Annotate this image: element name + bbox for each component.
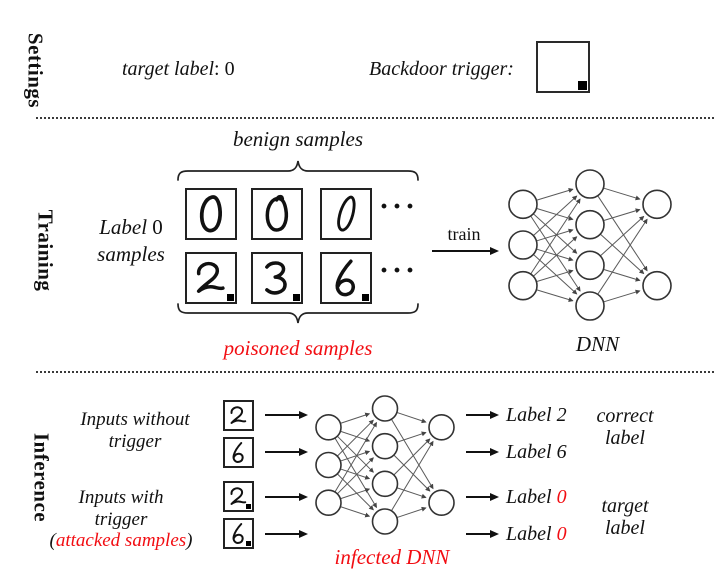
target-label-text: target label (122, 58, 215, 80)
section-label-settings: Settings (23, 32, 48, 109)
inputs-without-line2: trigger (108, 431, 162, 452)
target-line2: label (605, 517, 645, 539)
output-label: Label 2 (506, 404, 567, 427)
target-label-annotation: target label (575, 495, 675, 539)
digit-0-glyph (265, 194, 289, 232)
benign-samples-label: benign samples (232, 127, 364, 151)
output-arrow (466, 414, 490, 417)
input-digit-box-triggered (223, 481, 254, 512)
input-arrow (265, 496, 299, 499)
mnist-digit-box-poisoned (251, 252, 303, 304)
digit-3-glyph (265, 261, 287, 295)
inputs-with-trigger-caption: Inputs with trigger (attacked samples) (22, 487, 220, 552)
label-word: Label (506, 441, 552, 463)
trigger-corner-mark (362, 294, 369, 301)
digit-2-glyph (196, 261, 225, 293)
poisoned-samples-label: poisoned samples (223, 336, 373, 360)
output-label: Label 0 (506, 523, 567, 546)
mnist-digit-box (320, 188, 372, 240)
mnist-digit-box (251, 188, 303, 240)
label-word: Label (506, 404, 552, 426)
row-ellipsis: ··· (379, 254, 419, 287)
digit-0-glyph (199, 195, 222, 233)
infected-dnn-label: infected DNN (334, 545, 450, 569)
paren-close: ) (186, 530, 193, 551)
backdoor-trigger-square (536, 41, 590, 93)
label-value: 2 (556, 404, 567, 426)
digit-6-glyph (232, 523, 244, 544)
dnn-label: DNN (575, 332, 620, 356)
label-value: 6 (556, 441, 567, 463)
digit-6-glyph (232, 442, 244, 463)
section-label-training: Training (33, 209, 58, 292)
training-dnn-diagram (508, 169, 672, 321)
trigger-corner-mark (246, 504, 251, 509)
mnist-digit-box (185, 188, 237, 240)
benign-brace (177, 160, 419, 181)
output-label: Label 6 (506, 441, 567, 464)
inputs-with-line2: trigger (94, 508, 148, 530)
label-word: Label (506, 523, 552, 545)
label-word: Label (506, 486, 552, 508)
label-value: 0 (556, 486, 567, 508)
label0-value: 0 (152, 215, 163, 239)
input-digit-box (223, 437, 254, 468)
correct-line2: label (605, 427, 645, 449)
separator-settings-training (36, 117, 714, 119)
inputs-without-line1: Inputs without (80, 409, 190, 430)
label0-samples-caption: Label 0 samples (72, 214, 190, 268)
correct-label-annotation: correct label (575, 405, 675, 449)
row-ellipsis: ··· (379, 190, 419, 223)
grid-braces (177, 160, 419, 324)
poisoned-brace (177, 303, 419, 324)
label0-word: Label (99, 215, 148, 239)
target-label-setting: target label: 0 (122, 58, 235, 81)
backdoor-trigger-text: Backdoor trigger: (369, 58, 514, 80)
output-arrow (466, 451, 490, 454)
input-digit-box-triggered (223, 518, 254, 549)
target-label-value: : 0 (214, 58, 235, 80)
inputs-without-trigger-caption: Inputs without trigger (55, 409, 215, 453)
inputs-with-line1: Inputs with (78, 487, 164, 508)
output-arrow (466, 496, 490, 499)
digit-2-glyph (230, 406, 247, 424)
samples-word: samples (97, 242, 165, 266)
mnist-digit-box-poisoned (185, 252, 237, 304)
mnist-digit-box-poisoned (320, 252, 372, 304)
digit-0-glyph (337, 195, 356, 232)
digit-2-glyph (230, 487, 247, 505)
target-line1: target (601, 495, 649, 517)
trigger-corner-mark (227, 294, 234, 301)
trigger-corner-mark (578, 81, 587, 90)
label-value: 0 (556, 523, 567, 545)
attacked-samples-text: attacked samples (55, 530, 187, 551)
train-arrow (432, 250, 490, 253)
output-arrow (466, 533, 490, 536)
paren-open: ( (49, 530, 56, 551)
separator-training-inference (36, 371, 714, 373)
digit-6-glyph (335, 259, 356, 297)
infected-dnn-diagram (315, 395, 455, 535)
trigger-corner-mark (293, 294, 300, 301)
train-arrow-label: train (447, 224, 481, 244)
attacked-samples-line: (attacked samples) (22, 530, 220, 552)
output-label: Label 0 (506, 486, 567, 509)
input-arrow (265, 414, 299, 417)
input-arrow (265, 533, 299, 536)
input-arrow (265, 451, 299, 454)
input-digit-box (223, 400, 254, 431)
trigger-corner-mark (246, 541, 251, 546)
correct-line1: correct (596, 405, 654, 427)
